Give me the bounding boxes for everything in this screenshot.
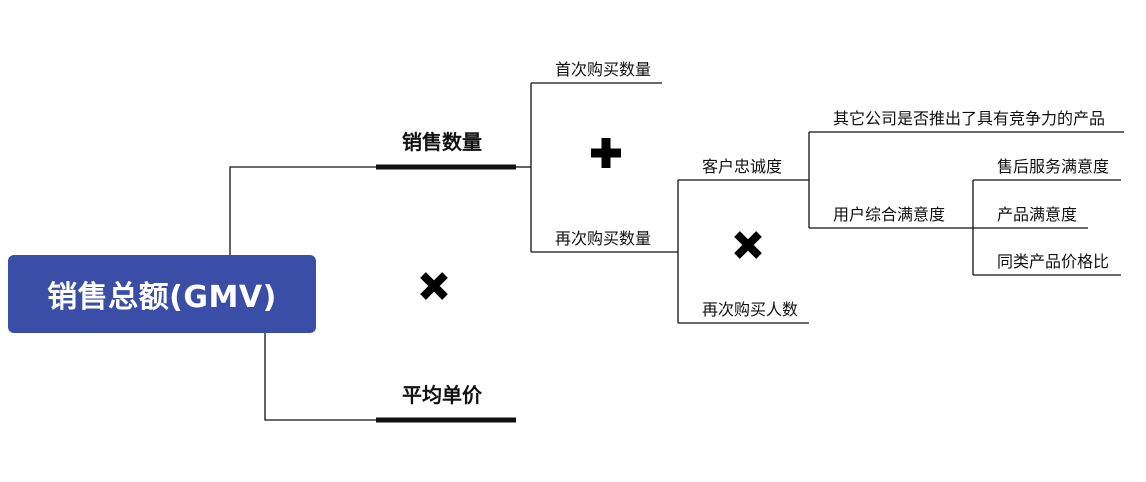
root-label: 销售总额(GMV)	[47, 280, 277, 315]
connector-root-avg-price	[264, 333, 376, 421]
node-sales-qty: 销售数量	[402, 130, 482, 154]
node-first-purchase: 首次购买数量	[555, 60, 652, 79]
node-loyalty: 客户忠诚度	[702, 157, 783, 176]
node-user-satisfaction: 用户综合满意度	[833, 205, 946, 224]
node-repeat-buyers: 再次购买人数	[702, 300, 799, 319]
plus-icon	[586, 133, 626, 173]
node-avg-price: 平均单价	[402, 383, 482, 407]
node-price-compare: 同类产品价格比	[997, 252, 1110, 271]
node-repeat-purchase: 再次购买数量	[555, 229, 652, 248]
multiply-icon	[414, 266, 454, 306]
node-competitor: 其它公司是否推出了具有竞争力的产品	[833, 109, 1106, 128]
connector-root-sales-qty	[229, 166, 376, 255]
root-node: 销售总额(GMV)	[8, 255, 316, 333]
node-after-sales: 售后服务满意度	[997, 157, 1110, 176]
node-product-sat: 产品满意度	[997, 205, 1078, 224]
multiply-icon	[728, 225, 768, 265]
